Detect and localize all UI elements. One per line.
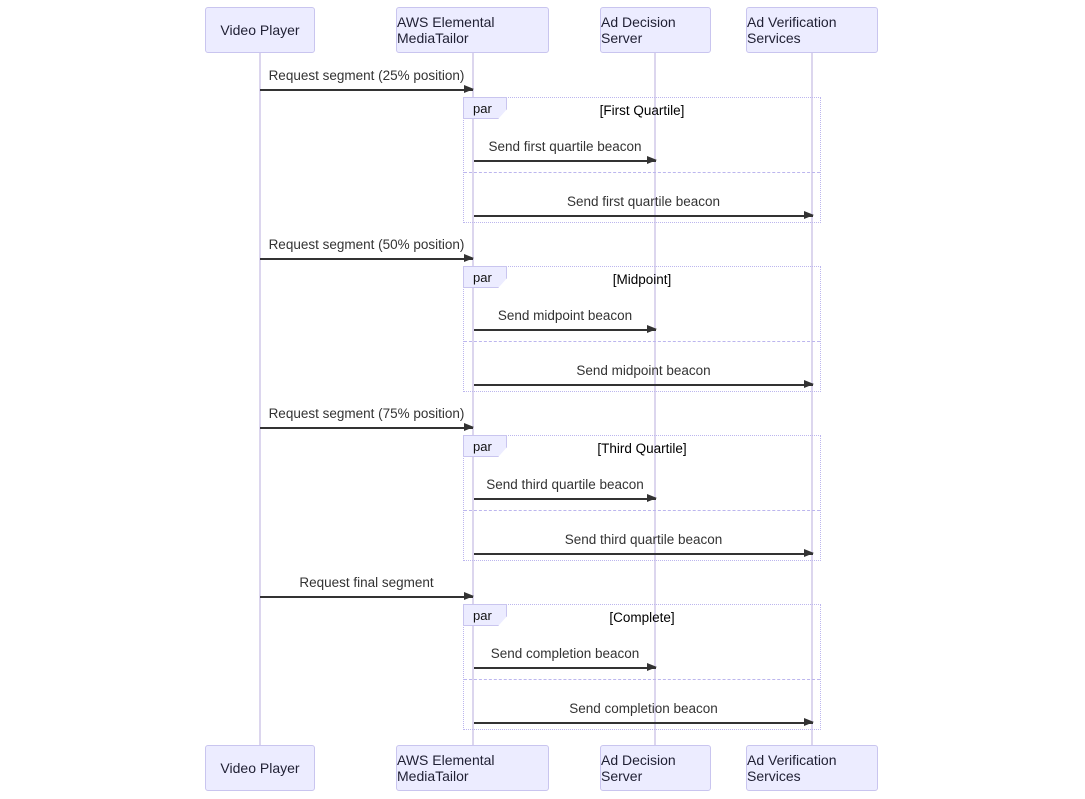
message-arrow-request-25	[260, 85, 474, 94]
lifeline-video-player	[259, 52, 261, 746]
participant-ad-verification-services-bottom: Ad Verification Services	[746, 745, 878, 791]
par-keyword-label: par	[473, 607, 492, 623]
par-label-tab: par	[463, 604, 507, 626]
par-keyword-label: par	[473, 438, 492, 454]
arrowhead-icon	[804, 549, 814, 558]
par-label-tab: par	[463, 266, 507, 288]
message-label-beacon: Send first quartile beacon	[566, 194, 721, 209]
message-label-beacon: Send midpoint beacon	[576, 363, 711, 378]
message-label-request-50: Request segment (50% position)	[268, 237, 465, 252]
message-label-beacon: Send completion beacon	[490, 646, 640, 661]
message-label-beacon: Send completion beacon	[569, 701, 718, 716]
par-divider	[464, 341, 820, 342]
arrowhead-icon	[647, 494, 657, 503]
participant-video-player-bottom: Video Player	[205, 745, 315, 791]
participant-label: AWS Elemental MediaTailor	[397, 752, 495, 784]
par-divider	[464, 679, 820, 680]
par-frame-first-quartile: par [First Quartile] Send first quartile…	[463, 97, 821, 223]
participant-label: Ad Decision Server	[601, 752, 676, 784]
arrowhead-icon	[804, 718, 814, 727]
message-arrow-beacon	[474, 718, 814, 727]
arrowhead-icon	[647, 663, 657, 672]
message-label-beacon: Send third quartile beacon	[564, 532, 723, 547]
message-label-request-25: Request segment (25% position)	[268, 68, 465, 83]
participant-label: AWS Elemental MediaTailor	[397, 14, 495, 46]
participant-mediatailor-bottom: AWS Elemental MediaTailor	[396, 745, 549, 791]
message-arrow-beacon	[474, 156, 657, 165]
arrowhead-icon	[804, 211, 814, 220]
par-condition-label: [Midpoint]	[612, 272, 672, 287]
par-keyword-label: par	[473, 100, 492, 116]
par-label-tab: par	[463, 97, 507, 119]
par-frame-midpoint: par [Midpoint] Send midpoint beacon Send…	[463, 266, 821, 392]
participant-label: Ad Decision Server	[601, 14, 676, 46]
message-arrow-request-75	[260, 423, 474, 432]
participant-label: Video Player	[220, 760, 300, 776]
message-arrow-beacon	[474, 380, 814, 389]
participant-label: Video Player	[220, 22, 300, 38]
arrowhead-icon	[464, 85, 474, 94]
par-condition-label: [Complete]	[609, 610, 675, 625]
message-label-beacon: Send third quartile beacon	[486, 477, 644, 492]
participant-ad-decision-server-bottom: Ad Decision Server	[600, 745, 711, 791]
par-label-tab: par	[463, 435, 507, 457]
arrowhead-icon	[647, 156, 657, 165]
par-condition-label: [Third Quartile]	[597, 441, 687, 456]
message-label-request-final: Request final segment	[299, 575, 434, 590]
arrowhead-icon	[804, 380, 814, 389]
message-label-beacon: Send midpoint beacon	[497, 308, 633, 323]
par-condition-label: [First Quartile]	[599, 103, 685, 118]
message-arrow-request-50	[260, 254, 474, 263]
lifeline-ad-verification-services	[811, 52, 813, 746]
participant-label: Ad Verification Services	[747, 752, 837, 784]
par-frame-complete: par [Complete] Send completion beacon Se…	[463, 604, 821, 730]
message-arrow-request-final	[260, 592, 474, 601]
message-arrow-beacon	[474, 325, 657, 334]
arrowhead-icon	[464, 423, 474, 432]
arrowhead-icon	[464, 254, 474, 263]
message-label-request-75: Request segment (75% position)	[268, 406, 465, 421]
par-keyword-label: par	[473, 269, 492, 285]
par-divider	[464, 510, 820, 511]
message-arrow-beacon	[474, 494, 657, 503]
lifeline-mediatailor	[472, 52, 474, 746]
message-arrow-beacon	[474, 549, 814, 558]
message-label-beacon: Send first quartile beacon	[488, 139, 642, 154]
participant-mediatailor-top: AWS Elemental MediaTailor	[396, 7, 549, 53]
participant-video-player-top: Video Player	[205, 7, 315, 53]
message-arrow-beacon	[474, 663, 657, 672]
participant-label: Ad Verification Services	[747, 14, 837, 46]
arrowhead-icon	[464, 592, 474, 601]
lifeline-ad-decision-server	[654, 52, 656, 746]
par-frame-third-quartile: par [Third Quartile] Send third quartile…	[463, 435, 821, 561]
participant-ad-verification-services-top: Ad Verification Services	[746, 7, 878, 53]
par-divider	[464, 172, 820, 173]
arrowhead-icon	[647, 325, 657, 334]
participant-ad-decision-server-top: Ad Decision Server	[600, 7, 711, 53]
message-arrow-beacon	[474, 211, 814, 220]
